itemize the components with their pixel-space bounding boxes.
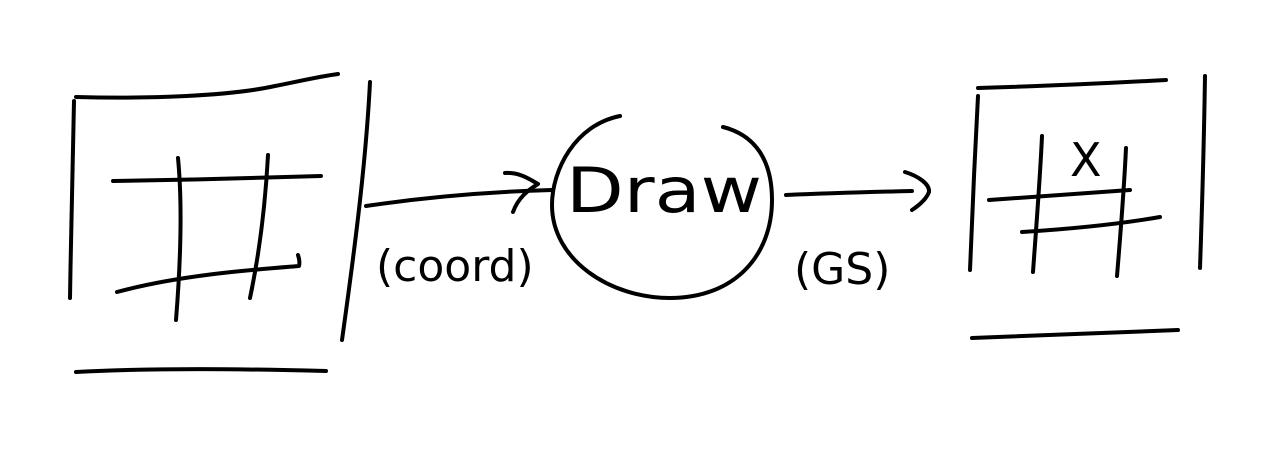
left-grid-horizontal-bottom: [115, 253, 302, 294]
right-grid-vertical-right: [1115, 146, 1128, 278]
left-board: [68, 72, 372, 374]
right-grid-horizontal-top: [987, 188, 1132, 202]
right-board-mark: X: [1070, 133, 1102, 187]
left-board-frame-left: [68, 99, 76, 300]
output-arrow-shaft: [784, 189, 914, 197]
right-board-frame-right: [1198, 74, 1207, 270]
left-board-frame-bottom: [74, 367, 328, 374]
process-label: Draw: [566, 154, 762, 227]
input-arrow-head: [503, 170, 540, 214]
right-board: [968, 74, 1207, 340]
right-grid-horizontal-bottom: [1020, 215, 1162, 234]
right-board-frame-bottom: [970, 328, 1180, 340]
left-grid-vertical-right: [248, 153, 270, 300]
process-node-circle: [550, 114, 774, 300]
left-grid-horizontal-top: [111, 174, 323, 183]
left-board-frame-top: [74, 72, 340, 100]
output-arrow-head: [903, 170, 931, 212]
right-board-frame-top: [976, 78, 1168, 90]
input-arrow: [364, 170, 554, 214]
output-label: (GS): [794, 244, 890, 295]
input-label: (coord): [376, 241, 534, 292]
right-board-frame-left: [968, 94, 980, 272]
right-grid-vertical-left: [1031, 134, 1044, 274]
process-node: [550, 114, 774, 300]
left-board-frame-right: [340, 80, 372, 342]
left-grid-vertical-left: [174, 156, 183, 322]
output-arrow: [784, 170, 931, 212]
